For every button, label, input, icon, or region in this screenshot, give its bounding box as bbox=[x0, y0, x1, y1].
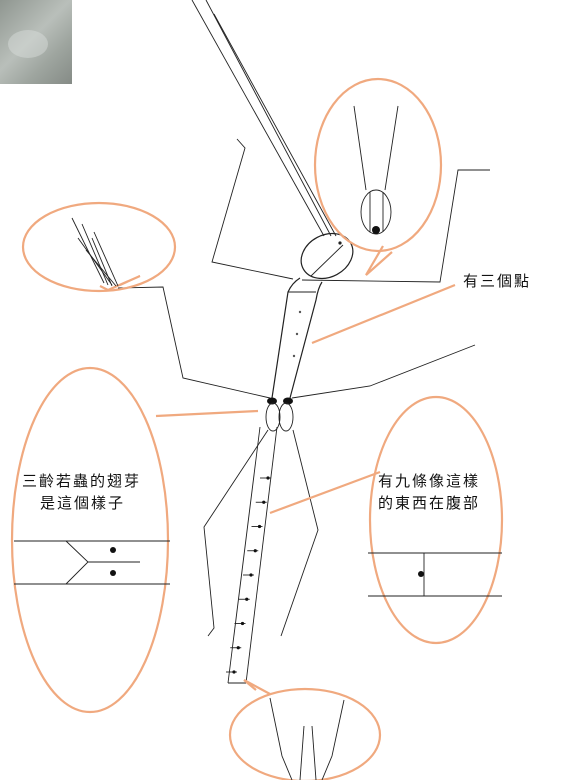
tail-tip-callout bbox=[228, 679, 382, 780]
abdomen-segment-dot bbox=[236, 646, 240, 650]
abdomen bbox=[226, 426, 278, 684]
abdomen-annotation-line2: 的東西在腹部 bbox=[378, 494, 481, 512]
hind-legs bbox=[203, 429, 319, 637]
abdomen-segment-callout bbox=[269, 395, 504, 645]
abdomen-segment-dot bbox=[245, 597, 249, 601]
head bbox=[300, 232, 354, 280]
wing-bud-annotation-line2: 是這個樣子 bbox=[40, 494, 126, 512]
thorax bbox=[271, 277, 323, 399]
antennae bbox=[191, 0, 337, 237]
head-detail-callout bbox=[313, 77, 443, 276]
abdomen-segments bbox=[226, 476, 271, 674]
wing-bud-callout bbox=[10, 366, 259, 714]
abdomen-segment-dot bbox=[232, 670, 236, 674]
abdomen-annotation-line1: 有九條像這樣 bbox=[378, 472, 481, 490]
abdomen-segment-dot bbox=[257, 524, 262, 529]
abdomen-segment-dot bbox=[240, 621, 245, 626]
abdomen-segment-dot bbox=[249, 573, 253, 577]
abdomen-segment-dot bbox=[266, 476, 270, 480]
abdomen-segment-dot bbox=[262, 500, 266, 504]
cercus-hair-callout bbox=[21, 201, 177, 293]
wing-bud-annotation-line1: 三齡若蟲的翅芽 bbox=[22, 472, 142, 490]
abdomen-segment-dot bbox=[253, 549, 257, 553]
abdomen-annotation: 有九條像這樣 的東西在腹部 bbox=[378, 470, 480, 514]
dots-annotation: 有三個點 bbox=[463, 272, 532, 290]
photo-thumbnail bbox=[0, 0, 72, 84]
wing-bud-annotation: 三齡若蟲的翅芽 是這個樣子 bbox=[22, 470, 141, 514]
front-legs bbox=[211, 138, 490, 283]
wing-buds bbox=[265, 397, 294, 432]
dots-leader bbox=[311, 283, 456, 345]
middle-legs bbox=[117, 286, 476, 399]
